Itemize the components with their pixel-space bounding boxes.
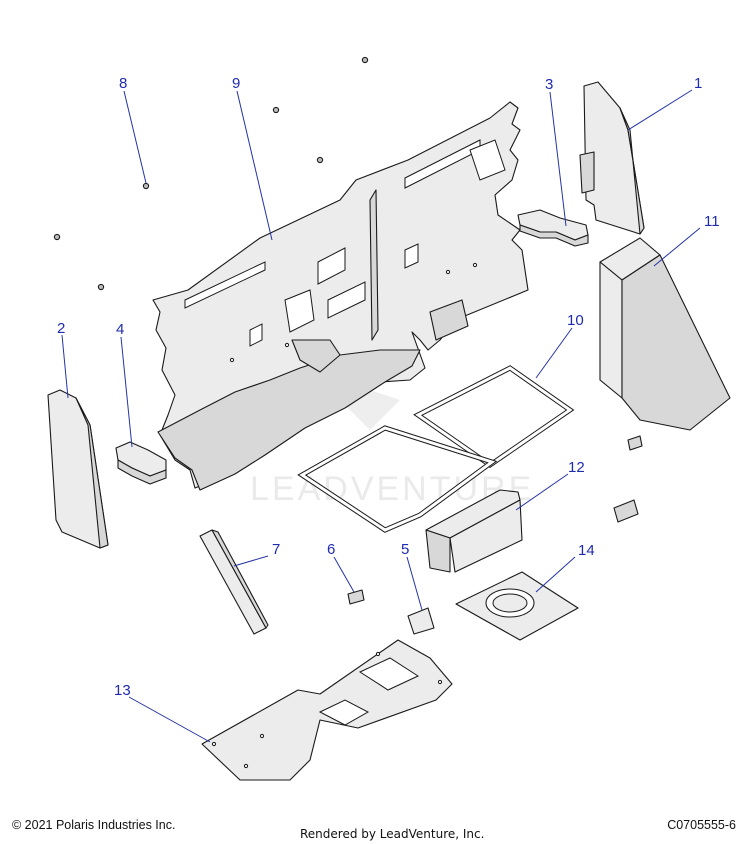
part-2-left-side-foam [47,389,109,549]
part-3-blocks [517,209,589,247]
diagram-code-text: C0705555-6 [667,818,736,832]
part-6-pad [347,589,365,605]
part-12-foam-block [425,489,523,573]
callout-2: 2 [57,320,65,337]
callout-9: 9 [232,75,240,92]
callout-11: 11 [704,213,720,230]
leader-lines [61,89,701,743]
part-9-rear-panel [152,101,529,491]
callout-4: 4 [116,321,124,338]
callout-12: 12 [568,459,585,476]
part-10-gaskets [297,365,575,533]
callout-6: 6 [327,541,335,558]
callout-3: 3 [545,76,553,93]
callout-13: 13 [114,682,131,699]
part-14-plate [455,571,579,641]
callout-14: 14 [578,542,595,559]
copyright-text: © 2021 Polaris Industries Inc. [12,818,176,832]
callout-7: 7 [272,541,280,558]
part-13-floor-panel [201,639,453,781]
part-11-wedge-foam [599,237,731,431]
part-small-clips-right [613,435,643,523]
part-8-fasteners [53,56,369,291]
part-1-right-side-foam [579,81,645,235]
part-5-pad [407,607,435,635]
callout-numbers: 1 2 3 4 5 6 7 8 9 10 11 12 13 14 [57,75,720,699]
part-4-blocks [115,441,167,485]
rendered-by-text: Rendered by LeadVenture, Inc. [300,827,485,841]
callout-8: 8 [119,75,127,92]
part-7-strip [199,529,269,635]
callout-1: 1 [694,75,702,92]
callout-5: 5 [401,541,409,558]
callout-10: 10 [567,312,584,329]
